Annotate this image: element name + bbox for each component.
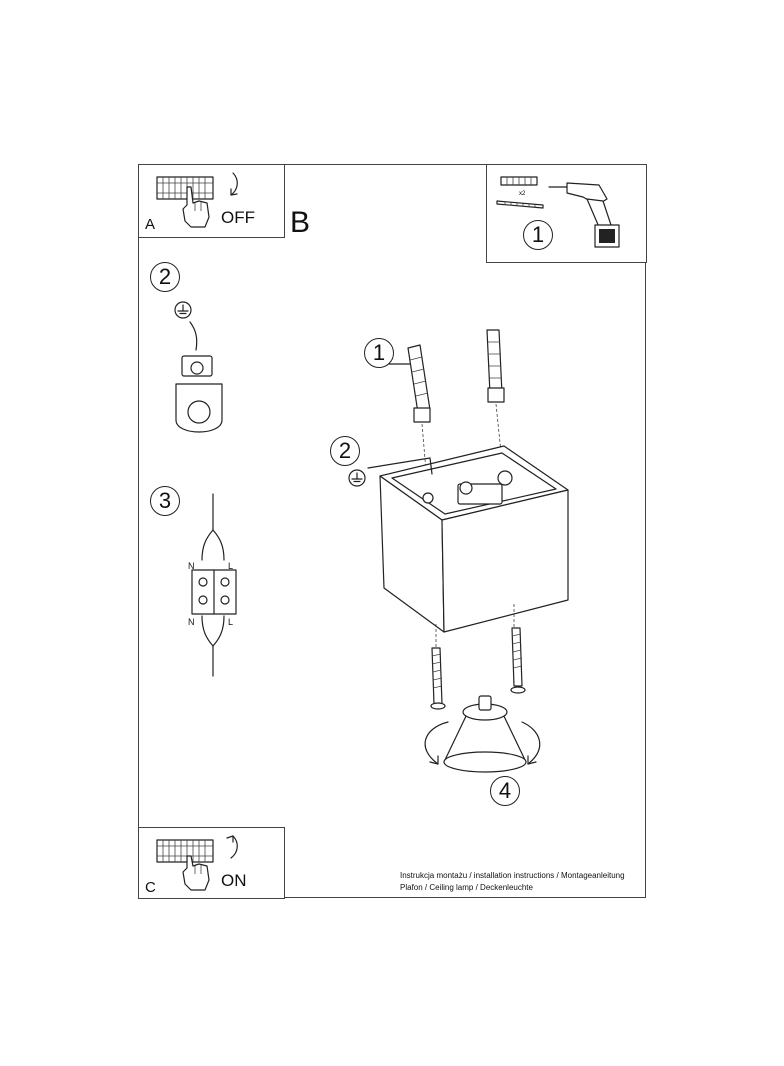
wires-top [201,493,225,561]
fuse-box-icon [156,839,214,863]
step-1-tools-panel: x2 1 [486,164,647,263]
earth-clamp-icon [175,355,223,433]
terminal-block-icon [191,569,237,615]
count-label: x2 [519,191,526,197]
wall-plug-icon [500,176,538,186]
callout-2: 2 [330,436,360,466]
panel-2-number: 2 [150,262,180,292]
ground-symbol-icon [174,301,192,319]
step-c-letter: C [145,879,156,896]
callout-1: 1 [364,338,394,368]
fuse-box-on-illustration [156,835,238,891]
step-b-letter: B [290,206,311,239]
instruction-sheet-frame [138,164,646,898]
step-a-panel: A OFF [138,164,285,238]
ground-symbol-main-icon [348,469,366,487]
screw-right-icon [510,627,526,694]
bulb-icon [443,695,527,773]
rotate-arrow-icon [230,172,238,196]
terminal-l-bottom: L [228,617,234,627]
terminal-n-top: N [188,561,195,571]
terminal-n-bottom: N [188,617,195,627]
wall-plug-right-icon [486,329,505,403]
step-a-letter: A [145,216,156,233]
hand-icon [182,855,210,891]
wires-bottom [201,615,225,677]
fuse-box-icon [156,176,214,200]
step-c-action: ON [221,871,247,890]
caption-line-2: Plafon / Ceiling lamp / Deckenleuchte [400,883,533,892]
callout-4: 4 [490,776,520,806]
hand-icon [182,186,210,228]
rotate-arrow-icon [424,721,541,765]
rotate-arrow-icon [230,835,238,859]
panel-3-number: 3 [150,486,180,516]
lamp-body-icon [379,445,569,633]
step-c-panel: C ON [138,827,285,899]
screw-icon [496,200,544,209]
fuse-box-off-illustration [156,172,238,228]
screw-left-icon [430,647,446,710]
step-a-action: OFF [221,208,255,227]
tools-illustration: x2 [496,176,620,248]
terminal-l-top: L [228,561,234,571]
drill-icon [548,182,620,248]
wall-plug-left-icon [407,344,431,423]
step-1-number: 1 [523,220,553,250]
connector-block-icon [422,470,513,505]
caption-line-1: Instrukcja montażu / installation instru… [400,871,625,880]
